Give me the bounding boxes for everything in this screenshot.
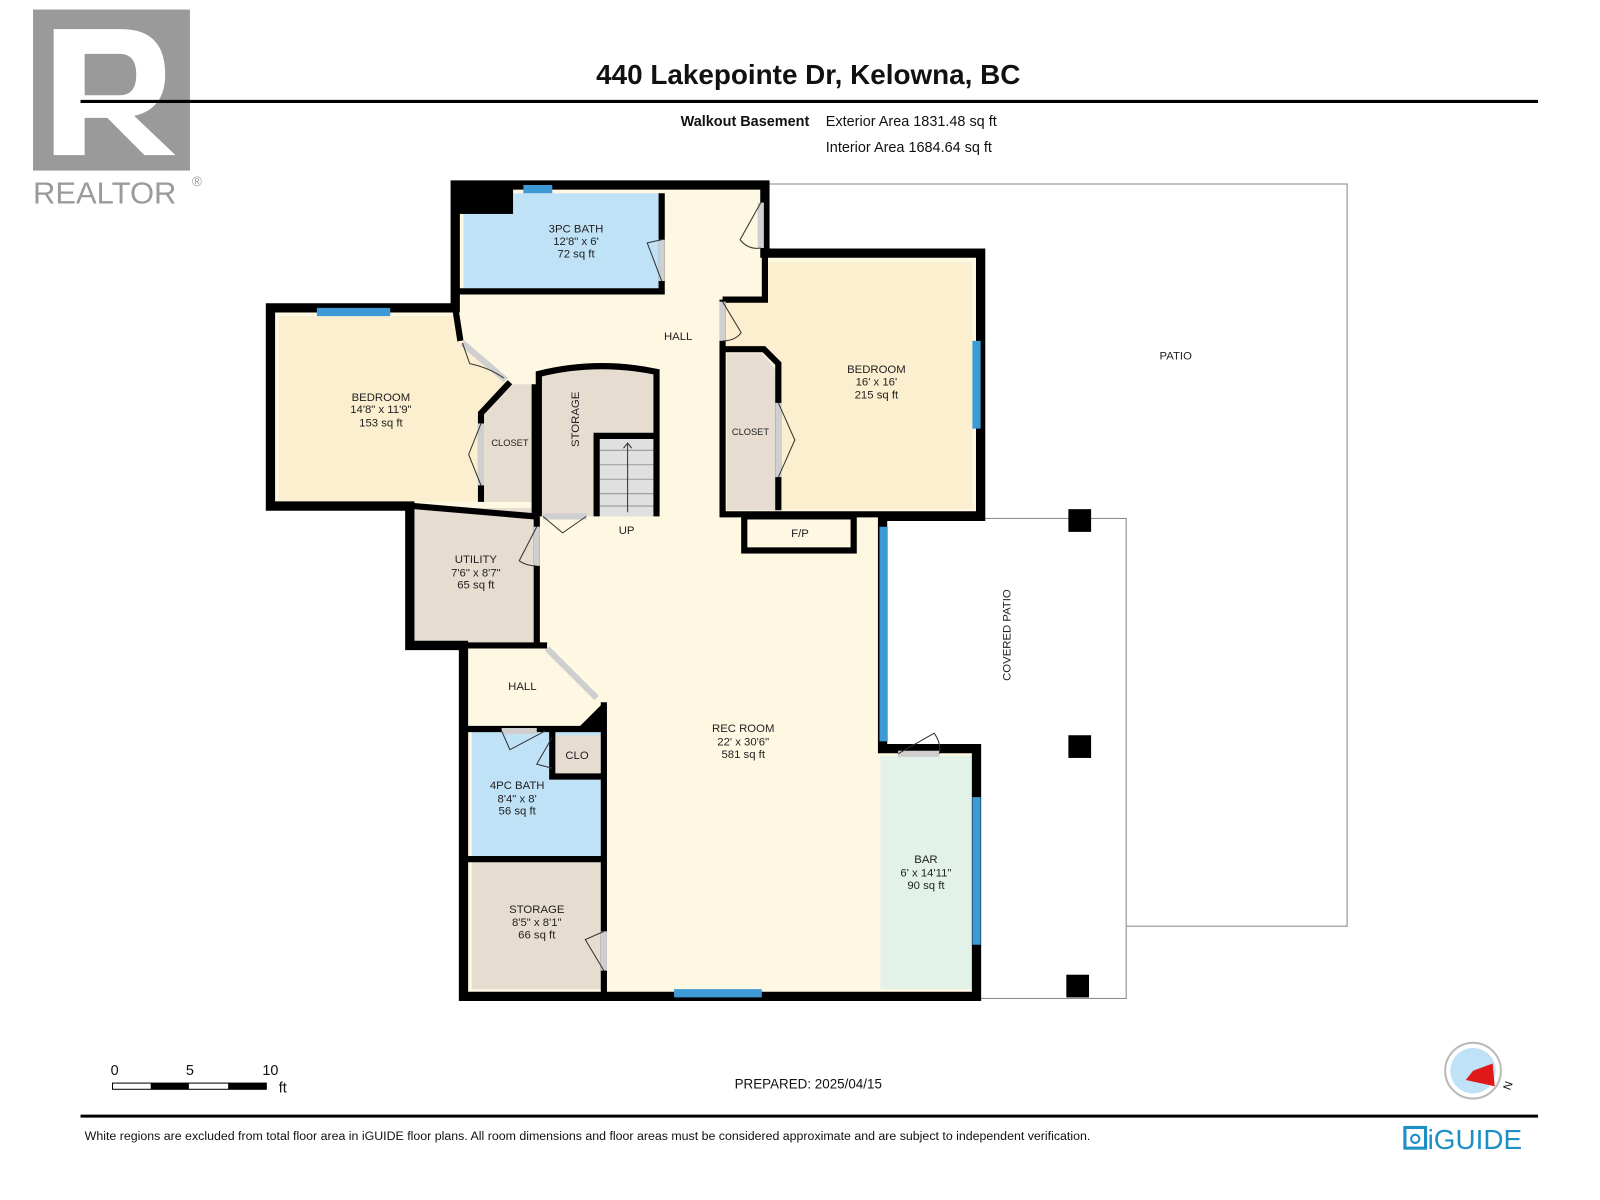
windows: [316, 185, 981, 998]
page-title: 440 Lakepointe Dr, Kelowna, BC: [596, 59, 1020, 90]
svg-text:®: ®: [192, 174, 202, 189]
svg-text:BEDROOM: BEDROOM: [847, 364, 906, 376]
label-rec-room: REC ROOM 22' x 30'6" 581 sq ft: [712, 723, 774, 761]
label-bedroom-left: BEDROOM 14'8" x 11'9" 153 sq ft: [350, 392, 411, 430]
svg-text:12'8" x 6': 12'8" x 6': [553, 236, 599, 248]
svg-text:STORAGE: STORAGE: [509, 904, 565, 916]
label-storage-stairs: STORAGE: [570, 391, 582, 447]
svg-text:215 sq ft: 215 sq ft: [855, 390, 899, 402]
svg-text:0: 0: [111, 1063, 119, 1079]
stair-treads: [599, 442, 655, 513]
label-utility: UTILITY 7'6" x 8'7" 65 sq ft: [451, 554, 501, 592]
post: [1068, 735, 1092, 758]
svg-text:UTILITY: UTILITY: [455, 554, 498, 566]
room-utility[interactable]: [413, 508, 535, 644]
label-stairs-up: UP: [619, 525, 635, 537]
svg-text:BEDROOM: BEDROOM: [352, 392, 411, 404]
iguide-logo: iGUIDE: [1403, 1124, 1522, 1155]
svg-text:66 sq ft: 66 sq ft: [518, 930, 556, 942]
svg-text:7'6" x 8'7": 7'6" x 8'7": [451, 567, 501, 579]
svg-text:581 sq ft: 581 sq ft: [721, 749, 765, 761]
svg-text:10: 10: [262, 1063, 278, 1079]
label-hall-upper: HALL: [664, 331, 692, 343]
svg-text:90 sq ft: 90 sq ft: [907, 880, 945, 892]
room-closet-left[interactable]: [485, 384, 535, 502]
room-bedroom-right[interactable]: [722, 262, 973, 510]
label-bar: BAR 6' x 14'11" 90 sq ft: [900, 854, 951, 892]
room-bar[interactable]: [880, 755, 974, 990]
interior-walls: [413, 193, 981, 997]
svg-text:72 sq ft: 72 sq ft: [557, 248, 595, 260]
svg-text:N: N: [1502, 1080, 1516, 1092]
svg-text:56 sq ft: 56 sq ft: [499, 806, 537, 818]
label-storage: STORAGE 8'5" x 8'1" 66 sq ft: [509, 904, 565, 942]
compass-icon: N: [1444, 1041, 1516, 1100]
room-clo[interactable]: [555, 735, 601, 776]
svg-text:22' x 30'6": 22' x 30'6": [717, 737, 769, 749]
label-closet-right: CLOSET: [732, 427, 769, 437]
label-bedroom-right: BEDROOM 16' x 16' 215 sq ft: [847, 364, 906, 402]
interior-area: Interior Area 1684.64 sq ft: [826, 140, 992, 156]
svg-text:ft: ft: [279, 1080, 287, 1096]
label-3pc-bath: 3PC BATH 12'8" x 6' 72 sq ft: [549, 224, 604, 261]
floor-label: Walkout Basement: [681, 114, 810, 130]
label-closet-left: CLOSET: [491, 438, 528, 448]
svg-text:4PC BATH: 4PC BATH: [490, 780, 545, 792]
post: [1066, 974, 1090, 998]
disclaimer: White regions are excluded from total fl…: [85, 1129, 1091, 1143]
scale-bar: 0 5 10 ft: [111, 1063, 287, 1097]
room-bedroom-left[interactable]: [278, 316, 506, 502]
svg-text:14'8" x 11'9": 14'8" x 11'9": [350, 404, 411, 416]
covered-patio-label: COVERED PATIO: [1002, 589, 1014, 681]
label-hall-lower: HALL: [508, 681, 536, 693]
room-closet-right[interactable]: [726, 353, 777, 511]
realtor-logo: REALTOR ®: [33, 9, 202, 211]
svg-text:REC ROOM: REC ROOM: [712, 723, 774, 735]
svg-text:BAR: BAR: [914, 854, 937, 866]
label-4pc-bath: 4PC BATH 8'4" x 8' 56 sq ft: [490, 780, 545, 818]
post: [1068, 509, 1092, 532]
prepared-date: PREPARED: 2025/04/15: [735, 1076, 882, 1091]
svg-text:153 sq ft: 153 sq ft: [359, 418, 403, 430]
exterior-area: Exterior Area 1831.48 sq ft: [826, 114, 997, 130]
label-fireplace: F/P: [791, 528, 809, 540]
exterior-wall: [265, 180, 986, 1002]
svg-text:3PC BATH: 3PC BATH: [549, 224, 604, 236]
svg-text:8'4" x 8': 8'4" x 8': [498, 793, 537, 805]
svg-text:6' x 14'11": 6' x 14'11": [900, 868, 951, 880]
svg-text:5: 5: [186, 1063, 194, 1079]
patio-label: PATIO: [1160, 350, 1193, 362]
doors: [460, 202, 941, 971]
svg-text:65 sq ft: 65 sq ft: [457, 580, 495, 592]
svg-text:iGUIDE: iGUIDE: [1428, 1124, 1522, 1155]
label-clo: CLO: [565, 750, 589, 762]
svg-text:REALTOR: REALTOR: [33, 176, 176, 211]
room-storage[interactable]: [471, 861, 602, 990]
svg-text:8'5" x 8'1": 8'5" x 8'1": [512, 917, 562, 929]
svg-text:16' x 16': 16' x 16': [856, 376, 898, 388]
